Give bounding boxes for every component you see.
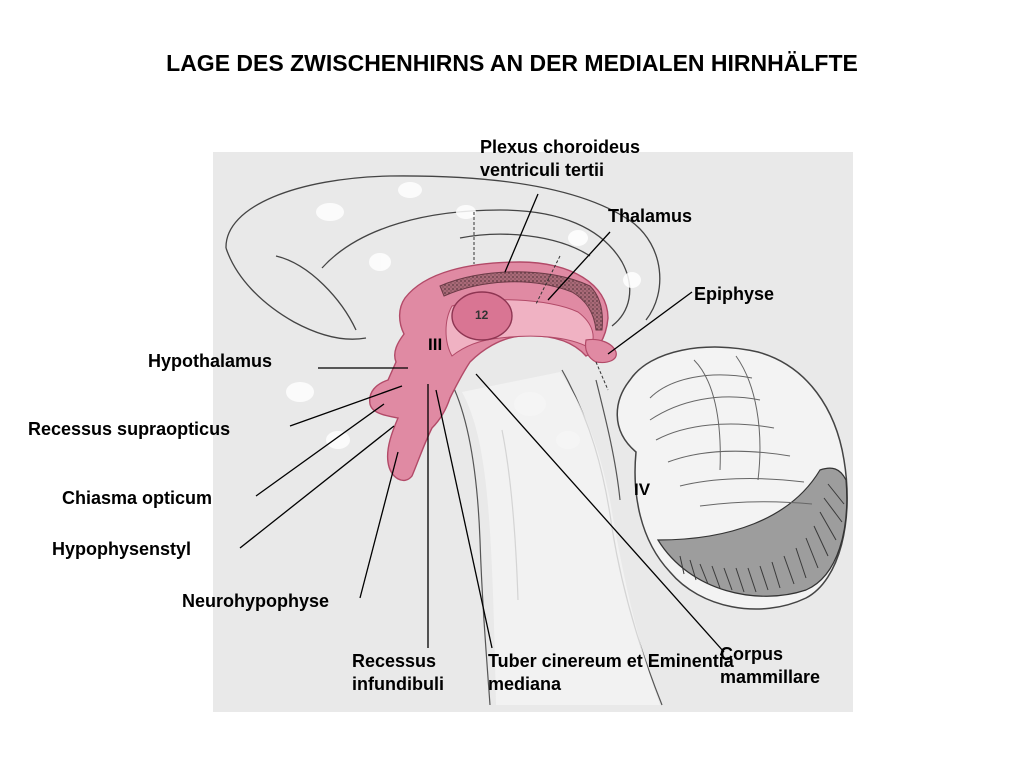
label-neurohypophyse: Neurohypophyse <box>182 591 330 611</box>
label-tuber-cinereum: Tuber cinereum et Eminentia mediana <box>488 651 734 694</box>
label-corpus-mammillare: Corpus mammillare <box>720 644 821 687</box>
label-epiphyse: Epiphyse <box>694 284 775 304</box>
label-hypothalamus: Hypothalamus <box>148 351 273 371</box>
label-plexus-choroideus: Plexus choroideus ventriculi tertii <box>480 137 641 180</box>
label-thalamus: Thalamus <box>608 206 693 226</box>
leader-lines <box>239 193 725 653</box>
reference-dashes <box>473 212 609 391</box>
diagram-title: LAGE DES ZWISCHENHIRNS AN DER MEDIALEN H… <box>166 50 858 76</box>
label-chiasma-opticum: Chiasma opticum <box>62 488 213 508</box>
ventricle-iv-marker: IV <box>634 480 651 499</box>
label-hypophysenstyl: Hypophysenstyl <box>52 539 192 559</box>
structure-12-marker: 12 <box>475 308 489 322</box>
label-recessus-infundibuli: Recessus infundibuli <box>352 651 444 694</box>
cerebellum <box>616 346 848 610</box>
brainstem-fill <box>462 372 660 705</box>
diencephalon <box>369 261 617 481</box>
label-recessus-supraopticus: Recessus supraopticus <box>28 419 231 439</box>
ventricle-iii-marker: III <box>428 335 443 354</box>
